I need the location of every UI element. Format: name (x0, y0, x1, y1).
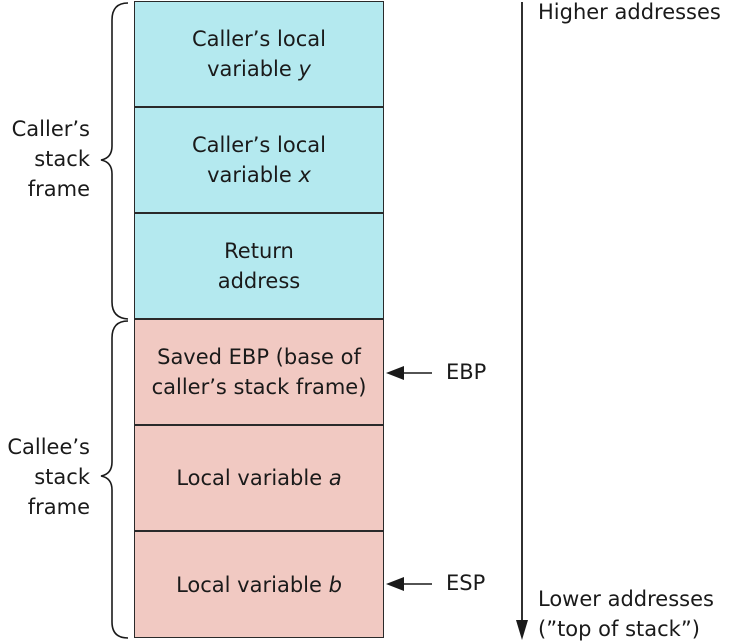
cell-text-line1: Caller’s local (192, 27, 326, 51)
callee-frame-label: Callee’s stack frame (7, 435, 90, 519)
caller-frame-brace (100, 2, 129, 320)
ebp-arrowhead (386, 366, 404, 380)
cell-text-line1: Local variable (176, 466, 329, 490)
callee-frame-brace (100, 320, 129, 639)
lower-addresses-label: Lower addresses (”top of stack”) (538, 587, 714, 641)
cell-text-line2: address (217, 269, 301, 293)
variable-name: y (298, 57, 311, 81)
ebp-label: EBP (446, 360, 487, 384)
cell-text-line2: caller’s stack frame) (151, 375, 367, 399)
esp-label: ESP (446, 571, 486, 595)
cell-return-address: Return address (134, 213, 384, 319)
variable-name: x (298, 163, 311, 187)
caller-frame-label: Caller’s stack frame (11, 117, 90, 201)
address-direction-arrowhead (516, 620, 528, 640)
cell-local-variable-a: Local variable a (134, 425, 384, 531)
cell-text-line1: Local variable (176, 572, 329, 597)
cell-text-line1: Return (224, 239, 294, 263)
higher-addresses-label: Higher addresses (538, 0, 721, 24)
variable-name: a (328, 466, 342, 490)
cell-text-line2: variable (207, 163, 299, 187)
variable-name: b (328, 572, 342, 597)
cell-caller-local-x: Caller’s local variable x (134, 107, 384, 213)
cell-local-variable-b: Local variable b (134, 531, 384, 638)
cell-caller-local-y: Caller’s local variable y (134, 1, 384, 107)
cell-saved-ebp: Saved EBP (base of caller’s stack frame) (134, 319, 384, 425)
cell-text-line1: Caller’s local (192, 133, 326, 157)
esp-arrowhead (386, 577, 404, 591)
cell-text-line1: Saved EBP (base of (157, 345, 361, 369)
cell-text-line2: variable (207, 57, 299, 81)
